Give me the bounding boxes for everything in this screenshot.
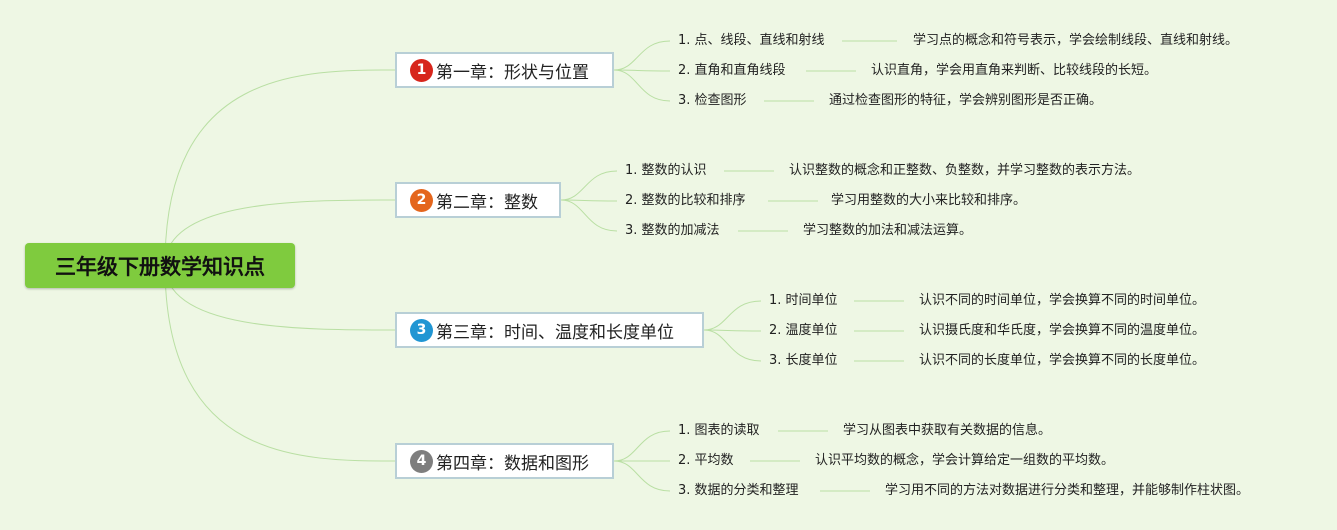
chapter-node-4[interactable]: 4 第四章：数据和图形 (395, 443, 614, 479)
topic-desc-3-2: 认识摄氏度和华氏度，学会换算不同的温度单位。 (919, 323, 1206, 338)
topic-4-2[interactable]: 2. 平均数 (678, 453, 734, 468)
topic-4-1[interactable]: 1. 图表的读取 (678, 423, 760, 438)
topic-link-4-1 (613, 430, 671, 462)
root-link-1 (164, 69, 396, 266)
root-link-2 (164, 199, 396, 266)
topic-desc-4-2: 认识平均数的概念，学会计算给定一组数的平均数。 (815, 453, 1115, 468)
topic-4-3[interactable]: 3. 数据的分类和整理 (678, 483, 799, 498)
topic-1-3[interactable]: 3. 检查图形 (678, 93, 747, 108)
topic-desc-3-3: 认识不同的长度单位，学会换算不同的长度单位。 (919, 353, 1206, 368)
topic-link-3-2 (703, 329, 762, 332)
topic-2-3[interactable]: 3. 整数的加减法 (625, 223, 720, 238)
topic-3-2[interactable]: 2. 温度单位 (769, 323, 838, 338)
root-node[interactable]: 三年级下册数学知识点 (25, 243, 295, 288)
topic-link-2-1 (560, 170, 618, 201)
topic-1-1[interactable]: 1. 点、线段、直线和射线 (678, 33, 825, 48)
chapter-title-3: 第三章：时间、温度和长度单位 (436, 322, 674, 343)
topic-desc-2-1: 认识整数的概念和正整数、负整数，并学习整数的表示方法。 (789, 163, 1141, 178)
chapter-number-badge-1: 1 (410, 58, 433, 82)
chapter-title-4: 第四章：数据和图形 (436, 453, 589, 474)
topic-desc-1-1: 学习点的概念和符号表示，学会绘制线段、直线和射线。 (913, 33, 1239, 48)
topic-desc-4-1: 学习从图表中获取有关数据的信息。 (843, 423, 1052, 438)
topic-1-2[interactable]: 2. 直角和直角线段 (678, 63, 786, 78)
chapter-number-badge-2: 2 (410, 188, 433, 212)
topic-desc-3-1: 认识不同的时间单位，学会换算不同的时间单位。 (919, 293, 1206, 308)
chapter-title-1: 第一章：形状与位置 (436, 62, 589, 83)
root-title: 三年级下册数学知识点 (55, 254, 265, 279)
chapter-node-2[interactable]: 2 第二章：整数 (395, 182, 561, 218)
chapter-node-1[interactable]: 1 第一章：形状与位置 (395, 52, 614, 88)
topic-link-1-2 (613, 69, 671, 72)
chapter-node-3[interactable]: 3 第三章：时间、温度和长度单位 (395, 312, 704, 348)
chapter-number-badge-4: 4 (410, 449, 433, 473)
topic-link-2-2 (560, 199, 618, 202)
topic-3-3[interactable]: 3. 长度单位 (769, 353, 838, 368)
topic-3-1[interactable]: 1. 时间单位 (769, 293, 838, 308)
root-link-4 (164, 264, 396, 462)
topic-link-3-1 (703, 300, 762, 331)
topic-desc-4-3: 学习用不同的方法对数据进行分类和整理，并能够制作柱状图。 (885, 483, 1250, 498)
topic-desc-2-2: 学习用整数的大小来比较和排序。 (831, 193, 1027, 208)
topic-desc-1-3: 通过检查图形的特征，学会辨别图形是否正确。 (829, 93, 1103, 108)
topic-link-1-3 (613, 69, 671, 102)
topic-2-2[interactable]: 2. 整数的比较和排序 (625, 193, 746, 208)
topic-desc-2-3: 学习整数的加法和减法运算。 (803, 223, 973, 238)
topic-2-1[interactable]: 1. 整数的认识 (625, 163, 707, 178)
topic-link-1-1 (613, 40, 671, 71)
topic-desc-1-2: 认识直角，学会用直角来判断、比较线段的长短。 (871, 63, 1158, 78)
topic-link-4-3 (613, 460, 671, 492)
chapter-number-badge-3: 3 (410, 318, 433, 342)
topic-link-2-3 (560, 199, 618, 232)
topic-link-3-3 (703, 329, 762, 362)
chapter-title-2: 第二章：整数 (436, 192, 538, 213)
